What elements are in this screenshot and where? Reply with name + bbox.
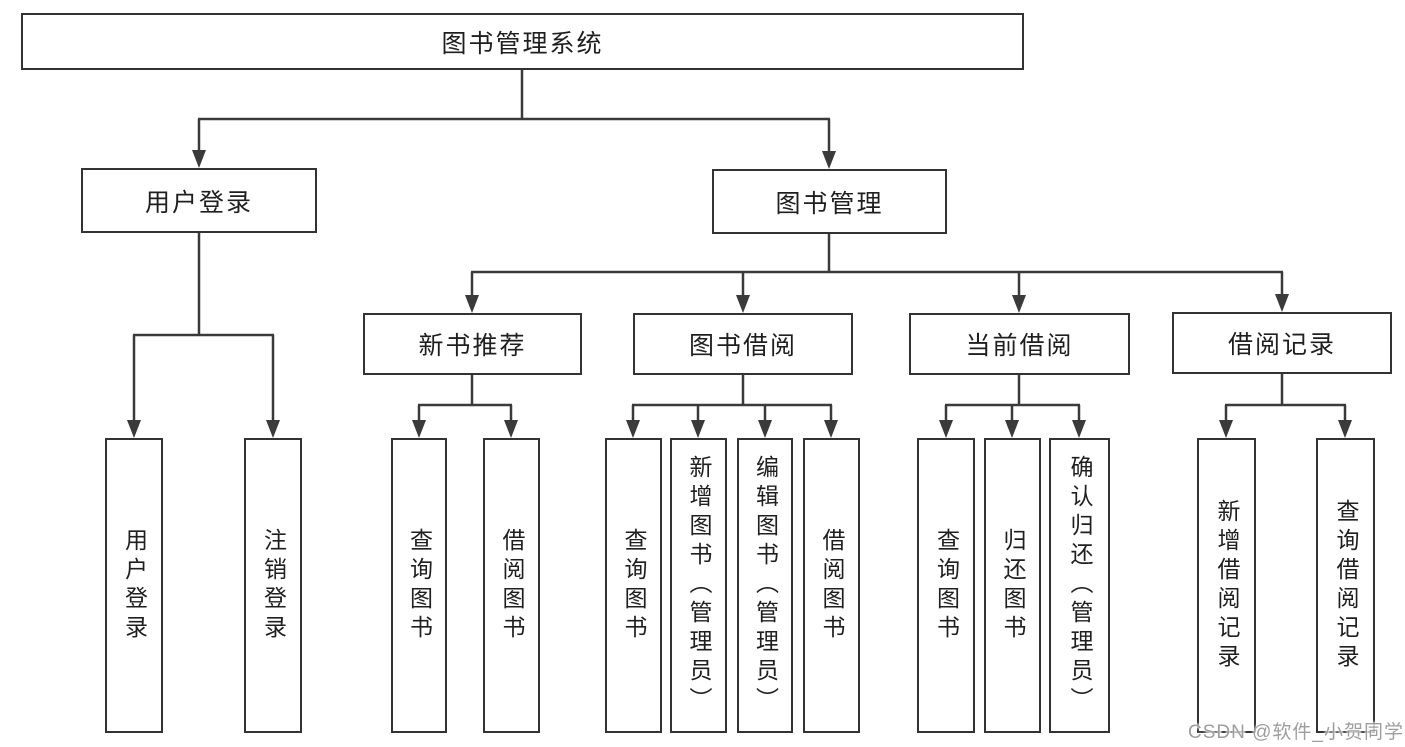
node-user-login: 用户登录 (81, 168, 317, 233)
leaf-borrow-books: 借阅图书 (803, 438, 860, 733)
leaf-query-books-borrow-label: 查询图书 (621, 527, 647, 644)
leaf-query-borrow-record-label: 查询借阅记录 (1333, 498, 1359, 673)
node-root-label: 图书管理系统 (441, 29, 604, 58)
leaf-query-books-recommend-label: 查询图书 (406, 527, 433, 644)
node-book-management-label: 图书管理 (775, 189, 884, 218)
node-book-management: 图书管理 (712, 169, 947, 234)
leaf-borrow-books-label: 借阅图书 (819, 527, 845, 644)
node-current-borrow: 当前借阅 (909, 313, 1130, 375)
leaf-add-borrow-record-label: 新增借阅记录 (1214, 498, 1240, 673)
leaf-query-books-recommend: 查询图书 (391, 438, 447, 733)
leaf-borrow-books-recommend: 借阅图书 (483, 438, 540, 733)
node-borrow-records-label: 借阅记录 (1227, 331, 1336, 359)
node-new-book-recommend-label: 新书推荐 (418, 332, 527, 360)
node-user-login-label: 用户登录 (144, 188, 253, 217)
leaf-borrow-books-recommend-label: 借阅图书 (499, 527, 525, 644)
leaf-query-borrow-record: 查询借阅记录 (1316, 438, 1375, 733)
leaf-add-books-admin-label: 新增图书（管理员） (686, 455, 712, 716)
leaf-query-books-borrow: 查询图书 (605, 438, 662, 733)
leaf-add-borrow-record: 新增借阅记录 (1197, 438, 1256, 733)
leaf-confirm-return-admin-label: 确认归还（管理员） (1067, 455, 1093, 716)
node-book-borrow: 图书借阅 (633, 313, 853, 375)
watermark: CSDN @软件_小贺同学 (1188, 722, 1404, 743)
node-root-system: 图书管理系统 (21, 13, 1024, 70)
node-book-borrow-label: 图书借阅 (688, 332, 797, 360)
leaf-query-books-current-label: 查询图书 (933, 527, 960, 644)
node-borrow-records: 借阅记录 (1172, 312, 1392, 374)
leaf-return-books-label: 归还图书 (1000, 527, 1026, 644)
leaf-user-login: 用户登录 (105, 438, 163, 733)
leaf-add-books-admin: 新增图书（管理员） (670, 438, 727, 733)
leaf-edit-books-admin: 编辑图书（管理员） (737, 438, 793, 733)
node-new-book-recommend: 新书推荐 (363, 313, 582, 375)
leaf-query-books-current: 查询图书 (917, 438, 975, 733)
leaf-return-books: 归还图书 (984, 438, 1041, 733)
leaf-confirm-return-admin: 确认归还（管理员） (1049, 438, 1110, 733)
node-current-borrow-label: 当前借阅 (965, 332, 1074, 360)
leaf-user-login-label: 用户登录 (121, 527, 148, 644)
leaf-logout-label: 注销登录 (260, 527, 287, 644)
leaf-edit-books-admin-label: 编辑图书（管理员） (752, 455, 779, 716)
leaf-logout: 注销登录 (244, 438, 302, 733)
